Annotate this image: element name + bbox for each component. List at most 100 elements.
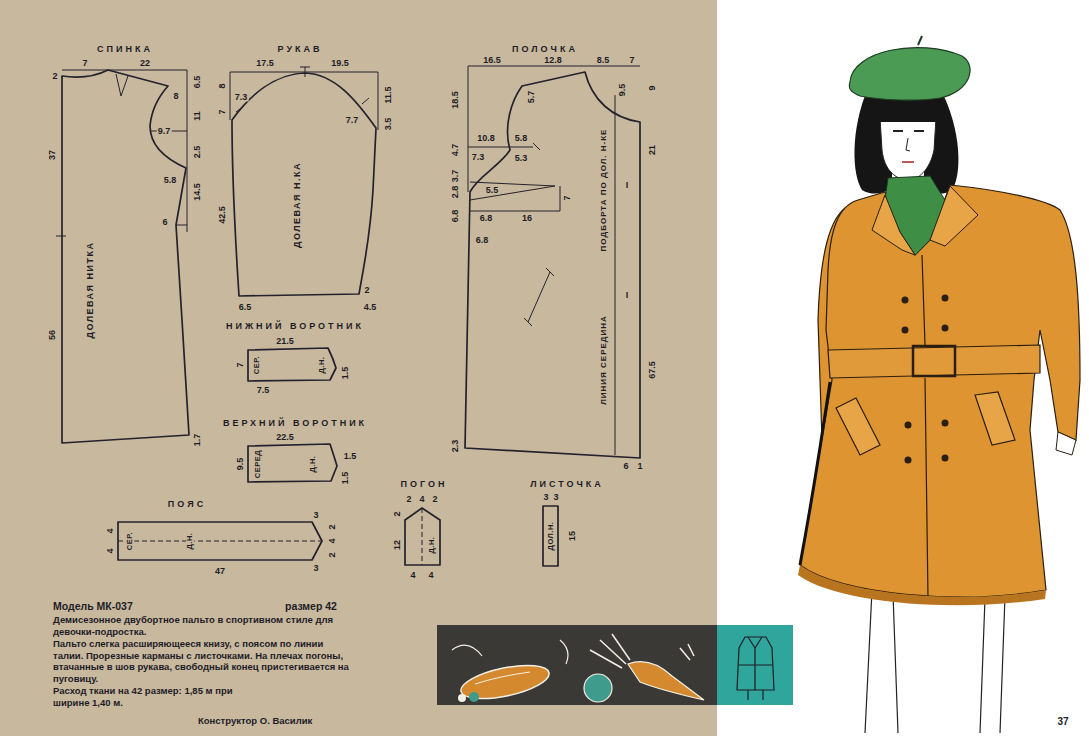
dimension: I — [625, 291, 630, 300]
coat-thumbnail — [739, 637, 772, 700]
girl-illustration — [905, 422, 912, 429]
fold-line — [118, 541, 322, 542]
girl-illustration — [922, 255, 928, 598]
construction-line — [470, 182, 555, 200]
girl-illustration — [942, 295, 949, 302]
piece-outline — [56, 70, 189, 443]
dimension: 7 — [81, 59, 88, 68]
dimension: 7.3 — [471, 153, 486, 162]
piece-title: ЛИСТОЧКА — [529, 480, 605, 489]
dimension: 6.8 — [451, 209, 460, 224]
piece-contour — [232, 73, 376, 296]
piece-outline — [445, 40, 665, 472]
dimension: 17.5 — [255, 59, 275, 68]
piece-outline — [118, 522, 322, 560]
dimension: 42.5 — [218, 205, 227, 225]
dimension: 67.5 — [648, 360, 657, 380]
piece-title: ПОЯС — [167, 500, 207, 509]
dimension: 15 — [568, 530, 577, 542]
construction-line — [468, 66, 469, 192]
food-strip — [475, 672, 530, 684]
piece-note: СЕР. — [126, 531, 134, 551]
designer-credit: Конструктор О. Василик — [198, 716, 368, 726]
food-strip — [458, 659, 552, 705]
girl-illustration — [880, 118, 936, 180]
coat-thumbnail — [717, 625, 793, 705]
dimension: 1.5 — [341, 366, 350, 381]
girl-illustration — [893, 130, 924, 132]
dimension: 1 — [636, 462, 643, 471]
girl-illustration — [872, 195, 915, 255]
dimension: 16 — [521, 214, 533, 223]
coat-thumbnail — [717, 625, 793, 705]
model-name: Модель МК-037 — [53, 601, 273, 612]
piece-title: СПИНКА — [96, 45, 154, 54]
dimension: 6.5 — [238, 303, 253, 312]
girl-illustration — [800, 382, 830, 565]
piece-outline — [248, 348, 336, 381]
dimension: 22 — [139, 59, 151, 68]
construction-line — [116, 74, 128, 96]
left-page — [0, 0, 717, 736]
piece-note: ДОЛ.Н. — [547, 521, 555, 552]
dimension: 2 — [328, 551, 337, 558]
girl-illustration — [1056, 432, 1076, 455]
food-strip — [458, 659, 552, 705]
dimension: 4 — [106, 527, 115, 534]
girl-illustration — [902, 327, 909, 334]
dimension: 1.5 — [341, 471, 350, 486]
dimension: 7.3 — [234, 93, 249, 102]
dimension: 19.5 — [330, 59, 350, 68]
dimension: 7 — [628, 56, 635, 65]
piece-outline — [388, 476, 448, 582]
dimension: 4 — [418, 495, 425, 504]
girl-illustration — [905, 457, 912, 464]
dimension: 7 — [218, 108, 227, 115]
pattern-piece: НИЖНИЙ ВОРОТНИКСЕР.Д.Н. — [225, 318, 370, 398]
piece-outline — [543, 506, 558, 566]
construction-line — [528, 272, 550, 322]
construction-line — [468, 147, 533, 148]
girl-illustration — [798, 565, 1046, 605]
dimension: 18.5 — [451, 90, 460, 110]
construction-line — [378, 72, 379, 130]
dimension: 5.8 — [514, 134, 529, 143]
right-page — [717, 0, 1089, 736]
girl-illustration — [902, 161, 914, 163]
dimension: 4 — [427, 571, 434, 580]
dimension: 6.8 — [475, 236, 490, 245]
dimension: 1.5 — [343, 452, 358, 461]
piece-contour — [405, 508, 440, 565]
dimension: 3.7 — [451, 169, 460, 184]
construction-line — [300, 67, 310, 77]
dimension: 5.5 — [485, 186, 500, 195]
dimension: 2.5 — [193, 145, 202, 160]
piece-note: Д.Н. — [428, 536, 436, 555]
girl-illustration — [942, 325, 949, 332]
dimension: 6 — [161, 218, 168, 227]
dimension: 2 — [51, 72, 58, 81]
piece-note: Д.Н. — [309, 455, 317, 474]
construction-line — [362, 98, 369, 104]
pattern-piece: СПИНКАДОЛЕВАЯ НИТКА — [45, 40, 205, 450]
pattern-piece: РУКАВДОЛЕВАЯ Н.КА — [215, 40, 400, 302]
piece-contour — [248, 348, 336, 381]
construction-line — [176, 225, 187, 226]
piece-contour — [248, 444, 337, 482]
piece-note: ДОЛЕВАЯ Н.КА — [293, 161, 302, 249]
dimension: 4 — [328, 537, 337, 544]
dimension: 9.7 — [157, 127, 172, 136]
construction-line — [524, 268, 554, 326]
piece-outline — [405, 508, 440, 565]
dimension: 4 — [106, 547, 115, 554]
food-strip — [458, 694, 466, 702]
dimension: 7.5 — [256, 386, 271, 395]
piece-outline — [215, 40, 400, 302]
piece-contour — [465, 72, 640, 458]
dimension: 4.7 — [451, 143, 460, 158]
dimension: 4 — [409, 571, 416, 580]
piece-note: Д.Н. — [186, 532, 194, 551]
